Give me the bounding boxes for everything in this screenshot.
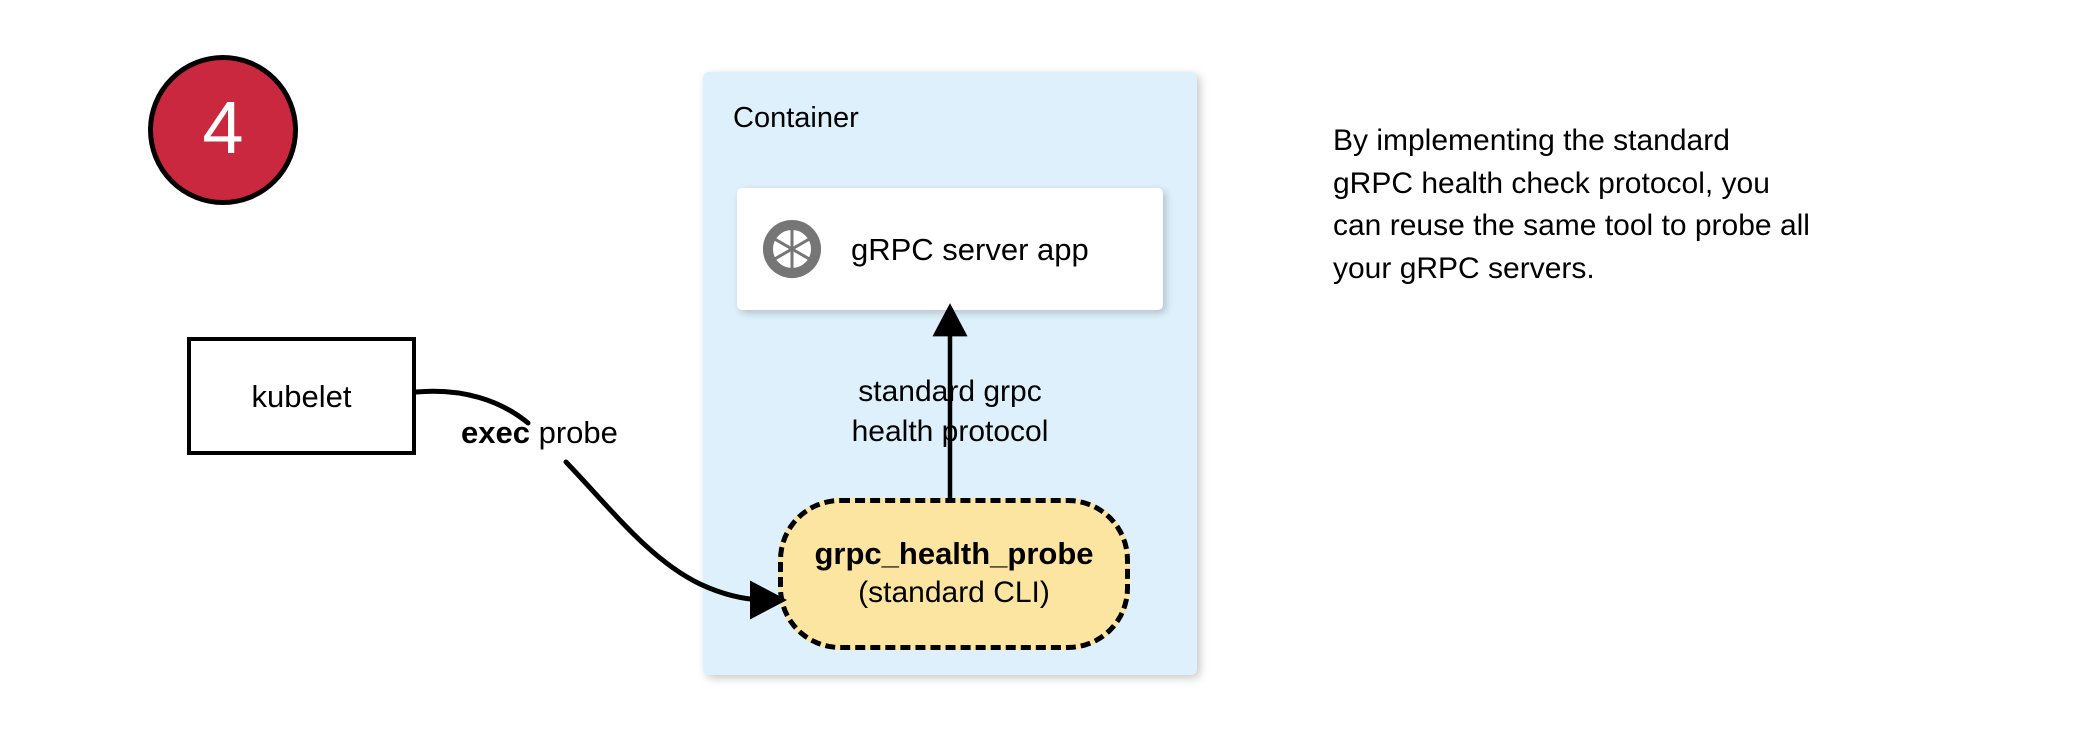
caption-text: By implementing the standard gRPC health… <box>1333 120 1913 290</box>
step-number-text: 4 <box>202 86 244 169</box>
step-number-badge: 4 <box>148 55 298 205</box>
protocol-edge-label-line-2: health protocol <box>820 411 1080 452</box>
container-label: Container <box>733 102 859 134</box>
exec-probe-edge-label-rest: probe <box>529 415 618 450</box>
grpc-server-app-card: gRPC server app <box>737 188 1163 310</box>
protocol-edge-label-line-1: standard grpc <box>820 372 1080 412</box>
grpc-health-probe-subtitle: (standard CLI) <box>858 576 1050 610</box>
exec-probe-edge-label-bold: exec <box>461 415 530 450</box>
grpc-aperture-icon <box>762 219 822 279</box>
kubelet-label: kubelet <box>251 378 352 414</box>
kubelet-node: kubelet <box>187 337 416 455</box>
exec-probe-edge-label: exec probe <box>455 415 624 450</box>
grpc-server-app-label: gRPC server app <box>851 231 1089 267</box>
caption-line-4: your gRPC servers. <box>1333 251 1595 285</box>
caption-line-3: can reuse the same tool to probe all <box>1333 209 1810 243</box>
caption-line-1: By implementing the standard <box>1333 124 1730 157</box>
grpc-health-probe-node: grpc_health_probe (standard CLI) <box>778 498 1130 650</box>
grpc-health-probe-title: grpc_health_probe <box>814 535 1094 571</box>
caption-line-2: gRPC health check protocol, you <box>1333 166 1770 200</box>
protocol-edge-label: standard grpc health protocol <box>820 372 1080 452</box>
